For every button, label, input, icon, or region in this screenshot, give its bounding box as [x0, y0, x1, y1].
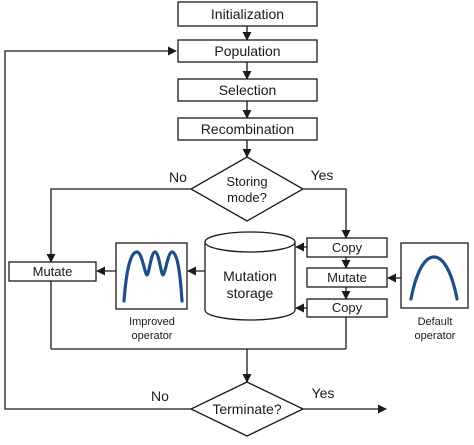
recombination-box: Recombination: [177, 117, 318, 141]
terminate-yes-label: Yes: [312, 385, 335, 401]
connectors: [4, 26, 401, 414]
storing-mode-decision: Storing mode?: [189, 156, 305, 222]
initialization-label: Initialization: [211, 6, 284, 22]
mutate-center-box: Mutate: [306, 267, 388, 288]
copy-top-label: Copy: [332, 240, 363, 255]
mutate-center-label: Mutate: [327, 270, 367, 285]
terminate-no-label: No: [151, 388, 169, 404]
storing-mode-line2: mode?: [227, 190, 267, 205]
selection-label: Selection: [219, 82, 277, 98]
arrow-storing-yes-to-copy: [303, 188, 351, 239]
default-caption-line2: operator: [415, 330, 456, 342]
terminate-label: Terminate?: [212, 401, 281, 417]
population-label: Population: [214, 43, 280, 59]
mutate-left-label: Mutate: [33, 264, 73, 279]
improved-operator-curve: [122, 250, 184, 303]
copy-bottom-label: Copy: [332, 300, 363, 315]
improved-caption-line2: operator: [132, 330, 173, 342]
default-operator: [400, 242, 469, 309]
copy-top-box: Copy: [306, 237, 388, 258]
selection-box: Selection: [177, 78, 318, 102]
terminate-decision: Terminate?: [189, 381, 305, 437]
storing-yes-label: Yes: [311, 167, 334, 183]
mutation-storage-cylinder: Mutation storage: [204, 231, 296, 321]
improved-caption-line1: Improved: [129, 316, 175, 328]
copy-bottom-box: Copy: [306, 298, 388, 318]
default-caption-line1: Default: [418, 316, 453, 328]
recombination-label: Recombination: [201, 121, 294, 137]
arrow-terminate-no-to-population: [4, 46, 191, 410]
population-box: Population: [177, 39, 318, 63]
initialization-box: Initialization: [177, 1, 318, 27]
mutate-left-box: Mutate: [8, 261, 97, 282]
storing-no-label: No: [169, 169, 187, 185]
storing-mode-line1: Storing: [226, 174, 267, 189]
improved-operator: [115, 242, 188, 310]
storage-line1: Mutation: [223, 268, 277, 284]
storage-line2: storage: [227, 285, 274, 301]
default-operator-curve: [409, 255, 459, 301]
arrow-storing-no-to-mutate: [46, 188, 191, 263]
